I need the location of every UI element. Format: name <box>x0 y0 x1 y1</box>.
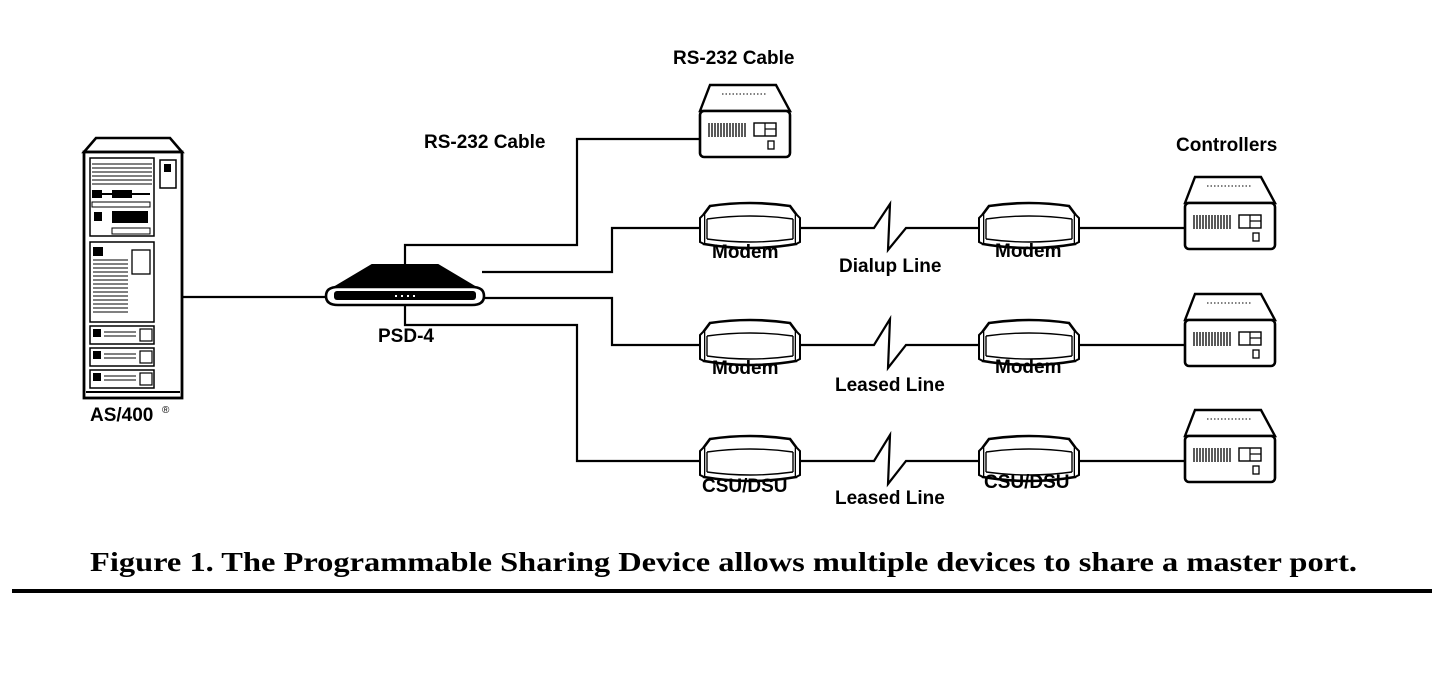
rs232-terminal-icon <box>698 83 792 159</box>
figure-caption: Figure 1. The Programmable Sharing Devic… <box>90 547 1357 577</box>
psd4-device-icon <box>324 264 486 307</box>
leased-line-1-label: Leased Line <box>835 375 945 396</box>
modem-right-2-label: Modem <box>995 357 1062 378</box>
modem-left-1-label: Modem <box>712 242 779 263</box>
rs232-cable-label: RS-232 Cable <box>424 132 545 153</box>
psd4-label: PSD-4 <box>378 326 434 347</box>
csudsu-left-icon <box>698 434 802 483</box>
registered-mark: ® <box>162 405 170 416</box>
leased-line-2-label: Leased Line <box>835 488 945 509</box>
as400-label: AS/400 <box>90 405 153 426</box>
controller-3-icon <box>1183 408 1277 484</box>
csudsu-left-label: CSU/DSU <box>702 476 788 497</box>
csudsu-right-label: CSU/DSU <box>984 472 1070 493</box>
controllers-label: Controllers <box>1176 135 1277 156</box>
as400-server-icon <box>81 136 185 400</box>
dialup-line-label: Dialup Line <box>839 256 941 277</box>
modem-left-2-label: Modem <box>712 358 779 379</box>
controller-1-icon <box>1183 175 1277 251</box>
modem-right-1-label: Modem <box>995 241 1062 262</box>
connection-lines <box>182 137 1186 488</box>
rs232-cable-label-top: RS-232 Cable <box>673 48 794 69</box>
controller-2-icon <box>1183 292 1277 368</box>
